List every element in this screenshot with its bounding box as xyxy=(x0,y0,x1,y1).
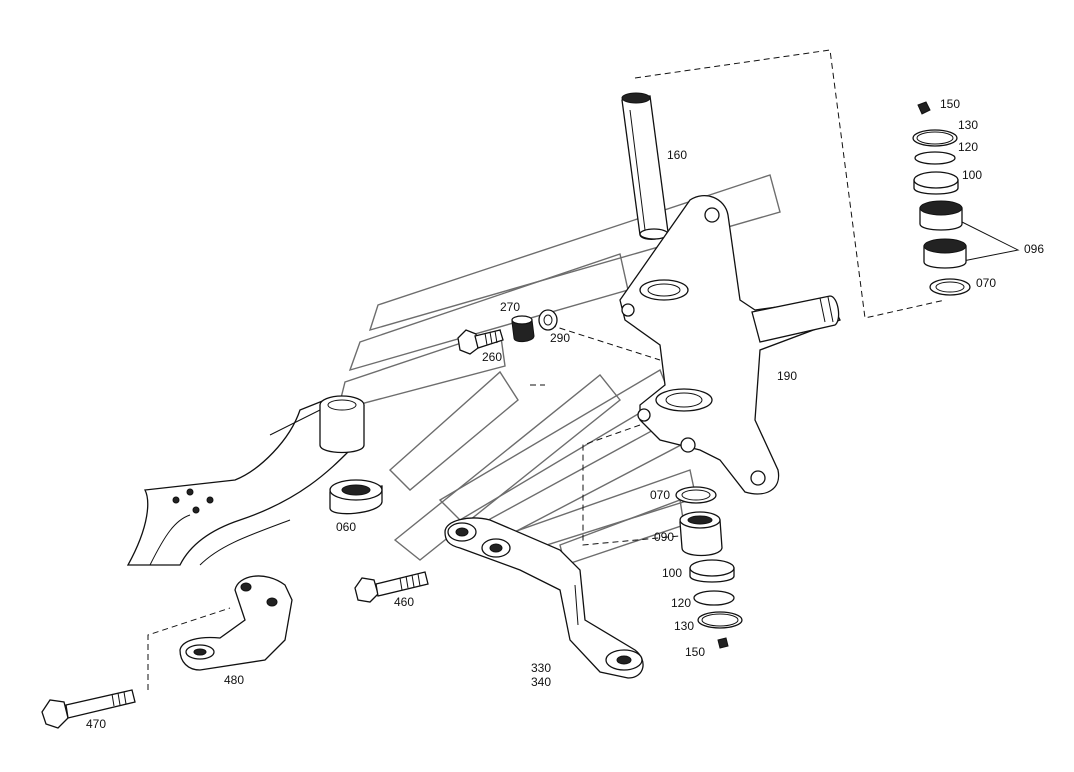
label-120-bottom: 120 xyxy=(671,596,691,610)
bolt-470 xyxy=(41,689,136,729)
label-130-bottom: 130 xyxy=(674,619,694,633)
label-460: 460 xyxy=(394,595,414,609)
grease-nipple-150-bottom xyxy=(717,637,729,649)
label-480: 480 xyxy=(224,673,244,687)
label-470: 470 xyxy=(86,717,106,731)
label-096: 096 xyxy=(1024,242,1044,256)
lever-480 xyxy=(179,575,293,671)
o-ring-120-bottom xyxy=(693,590,735,606)
steering-arm-330-340 xyxy=(444,517,644,679)
label-160: 160 xyxy=(667,148,687,162)
label-100-top: 100 xyxy=(962,168,982,182)
bushing-090 xyxy=(679,519,723,557)
label-130-top: 130 xyxy=(958,118,978,132)
label-070-bottom: 070 xyxy=(650,488,670,502)
label-150-top: 150 xyxy=(940,97,960,111)
o-ring-120-top xyxy=(914,151,956,165)
washer-290 xyxy=(538,309,558,331)
kingpin-160 xyxy=(621,92,669,240)
bolt-460 xyxy=(354,571,429,603)
label-090: 090 xyxy=(654,530,674,544)
label-190: 190 xyxy=(777,369,797,383)
label-340: 340 xyxy=(531,675,551,689)
label-150-bottom: 150 xyxy=(685,645,705,659)
assembly-guide-lines xyxy=(147,49,1020,690)
circlip-130-bottom xyxy=(697,611,743,629)
bearing-060 xyxy=(329,479,383,515)
label-060: 060 xyxy=(336,520,356,534)
part-labels: 150 130 120 100 096 070 160 270 260 290 … xyxy=(86,97,1044,731)
label-330: 330 xyxy=(531,661,551,675)
grease-nipple-150-top xyxy=(917,101,931,115)
spacer-270 xyxy=(511,315,535,343)
label-120-top: 120 xyxy=(958,140,978,154)
axle-beam xyxy=(126,395,365,566)
bolt-260-group xyxy=(457,329,504,355)
label-100-bottom: 100 xyxy=(662,566,682,580)
label-270: 270 xyxy=(500,300,520,314)
label-290: 290 xyxy=(550,331,570,345)
circlip-130-top xyxy=(912,129,958,147)
steering-knuckle-190 xyxy=(619,195,841,495)
label-070-top: 070 xyxy=(976,276,996,290)
upper-bearing-stack xyxy=(912,101,971,296)
label-260: 260 xyxy=(482,350,502,364)
lower-bearing-stack xyxy=(675,486,743,649)
